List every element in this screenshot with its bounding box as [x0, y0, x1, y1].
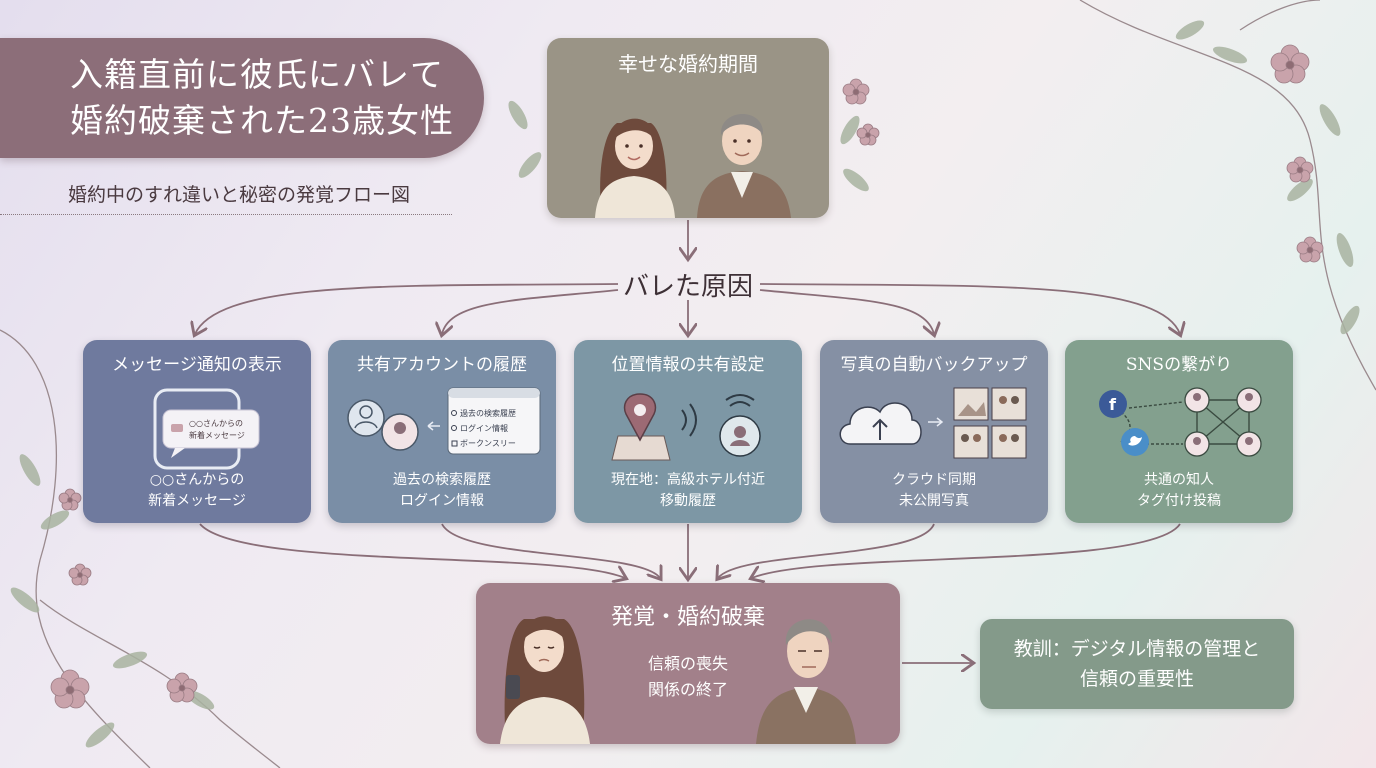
phone-notification-icon: ○○さんからの 新着メッセージ	[153, 388, 260, 470]
cause-title-2: 共有アカウントの履歴	[357, 355, 527, 375]
arrow-card-4-to-result	[718, 523, 935, 578]
cause-desc-3: 現在地：高級ホテル付近 移動履歴	[574, 470, 802, 512]
cause-card-message-notification: ○○さんからの 新着メッセージ メッセージ通知の表示 ○○さんからの 新着メッセ…	[83, 340, 311, 523]
cause-desc-5: 共通の知人 タグ付け投稿	[1065, 470, 1293, 512]
social-network-icon: f	[1099, 387, 1262, 457]
bubble-line-2: 新着メッセージ	[189, 430, 245, 440]
cause-desc-1-line-1: ○○さんからの	[149, 472, 245, 488]
cause-title-1: メッセージ通知の表示	[112, 355, 282, 375]
discovery-breakup-box: 発覚・婚約破棄 信頼の喪失 関係の終了	[476, 583, 900, 744]
cause-title-4: 写真の自動バックアップ	[840, 355, 1028, 375]
arrow-card-1-to-result	[199, 523, 625, 578]
location-pin-icon	[611, 393, 761, 461]
arrow-to-card-1	[195, 283, 619, 334]
facebook-icon	[1099, 390, 1127, 418]
cause-label: バレた原因	[622, 272, 753, 302]
happy-engagement-box: 幸せな婚約期間	[547, 38, 829, 218]
cause-desc-3-line-2: 移動履歴	[660, 493, 716, 509]
discovery-desc-line-2: 関係の終了	[647, 680, 728, 699]
cause-desc-4: クラウド同期 未公開写真	[820, 470, 1048, 512]
subtitle-divider	[0, 214, 452, 215]
cause-card-location-sharing: 位置情報の共有設定 現在地：高級ホテル付近 移動履歴	[574, 340, 802, 523]
cause-desc-4-line-1: クラウド同期	[892, 472, 976, 488]
discovery-desc-line-1: 信頼の喪失	[647, 654, 728, 673]
cause-title-5: SNSの繋がり	[1125, 355, 1233, 375]
cause-desc-5-line-1: 共通の知人	[1144, 472, 1214, 488]
arrow-to-card-2	[442, 289, 619, 334]
discovery-breakup-title: 発覚・婚約破棄	[610, 605, 765, 630]
panel-item-3: ボークンスリー	[460, 439, 516, 448]
cause-desc-4-line-2: 未公開写真	[899, 493, 969, 509]
arrow-card-5-to-result	[752, 523, 1181, 578]
title-line-1: 入籍直前に彼氏にバレて	[70, 55, 444, 94]
title-line-2: 婚約破棄された23歳女性	[70, 101, 454, 140]
cause-desc-1-line-2: 新着メッセージ	[148, 493, 246, 509]
lesson-line-2: 信頼の重要性	[1079, 668, 1194, 690]
title-banner: 入籍直前に彼氏にバレて 婚約破棄された23歳女性	[0, 38, 484, 158]
panel-item-2: ログイン情報	[460, 423, 508, 433]
cause-card-shared-account: 過去の検索履歴 ログイン情報 ボークンスリー 共有アカウントの履歴 過去の検索履…	[328, 340, 556, 523]
breakup-couple-illustration	[500, 616, 856, 744]
subtitle: 婚約中のすれ違いと秘密の発覚フロー図	[68, 184, 411, 206]
discovery-breakup-desc: 信頼の喪失 関係の終了	[476, 651, 900, 703]
shared-account-icon: 過去の検索履歴 ログイン情報 ボークンスリー	[347, 387, 541, 455]
panel-item-1: 過去の検索履歴	[460, 408, 516, 418]
bubble-line-1: ○○さんからの	[189, 419, 243, 428]
cause-desc-3-line-1: 現在地：高級ホテル付近	[611, 472, 765, 488]
happy-engagement-title: 幸せな婚約期間	[618, 52, 758, 76]
cause-desc-2-line-2: ログイン情報	[400, 493, 484, 509]
lesson-box: 教訓：デジタル情報の管理と 信頼の重要性	[980, 619, 1294, 709]
svg-text:f: f	[1109, 395, 1117, 414]
cause-title-3: 位置情報の共有設定	[611, 355, 765, 375]
cause-desc-2-line-1: 過去の検索履歴	[393, 472, 491, 488]
lesson-line-1: 教訓：デジタル情報の管理と	[1013, 638, 1261, 660]
cause-desc-5-line-2: タグ付け投稿	[1137, 493, 1221, 509]
arrow-card-2-to-result	[441, 523, 660, 578]
arrow-to-card-4	[759, 289, 934, 334]
arrow-to-card-5	[759, 283, 1180, 334]
cause-desc-1: ○○さんからの 新着メッセージ	[83, 470, 311, 512]
cause-card-sns-connection: f SNSの繋がり 共通の知人 タグ付け投稿	[1065, 340, 1293, 523]
cloud-upload-icon	[839, 387, 1027, 459]
cause-desc-2: 過去の検索履歴 ログイン情報	[328, 470, 556, 512]
cause-card-photo-backup: 写真の自動バックアップ クラウド同期 未公開写真	[820, 340, 1048, 523]
couple-illustration	[595, 113, 791, 218]
